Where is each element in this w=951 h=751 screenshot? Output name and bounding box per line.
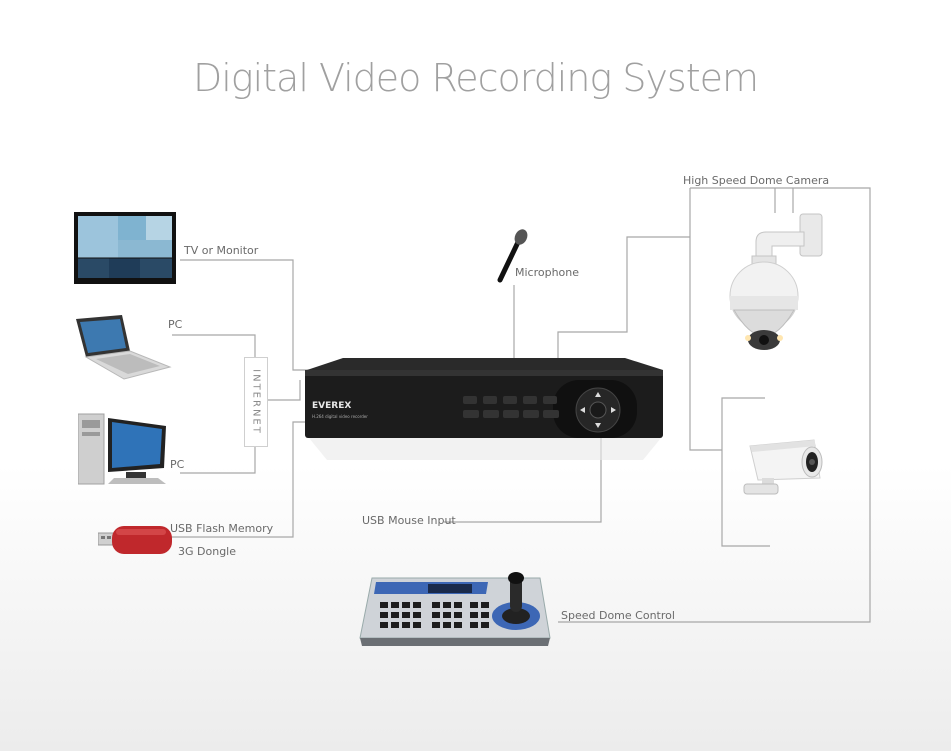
line-internet	[266, 380, 301, 401]
line-dome-main	[557, 236, 690, 358]
dvr-model: H.264 digital video recorder	[312, 414, 368, 419]
dvr-brand: EVEREX	[312, 401, 352, 411]
microphone-icon	[497, 229, 528, 283]
label-pc1: PC	[168, 318, 183, 331]
label-tv: TV or Monitor	[184, 244, 259, 257]
label-usb-mouse: USB Mouse Input	[362, 514, 456, 527]
internet-box: INTERNET	[244, 357, 268, 447]
desktop-pc-icon	[78, 413, 166, 485]
usb-flash-icon	[98, 526, 172, 554]
dome-camera-icon	[729, 213, 823, 350]
line-bus	[689, 188, 722, 451]
label-pc2: PC	[170, 458, 185, 471]
label-dome-camera: High Speed Dome Camera	[683, 174, 830, 187]
line-bullet	[721, 397, 770, 547]
line-usb	[170, 421, 310, 538]
laptop-icon	[76, 315, 172, 380]
bullet-camera-icon	[743, 439, 823, 495]
line-tv	[180, 259, 310, 371]
label-speed-dome-control: Speed Dome Control	[561, 609, 675, 622]
speed-dome-keyboard	[359, 572, 551, 646]
line-pc2	[180, 446, 256, 474]
dvr-device	[305, 358, 663, 460]
tv-monitor-icon	[74, 212, 176, 284]
label-3g-dongle: 3G Dongle	[178, 545, 236, 558]
line-pc1	[172, 334, 256, 357]
line-usb-mouse	[444, 438, 602, 523]
line-dome-top	[558, 187, 871, 623]
label-usb-flash: USB Flash Memory	[170, 522, 274, 535]
diagram-title: Digital Video Recording System	[192, 56, 759, 100]
label-microphone: Microphone	[515, 266, 580, 279]
internet-label: INTERNET	[250, 369, 262, 435]
